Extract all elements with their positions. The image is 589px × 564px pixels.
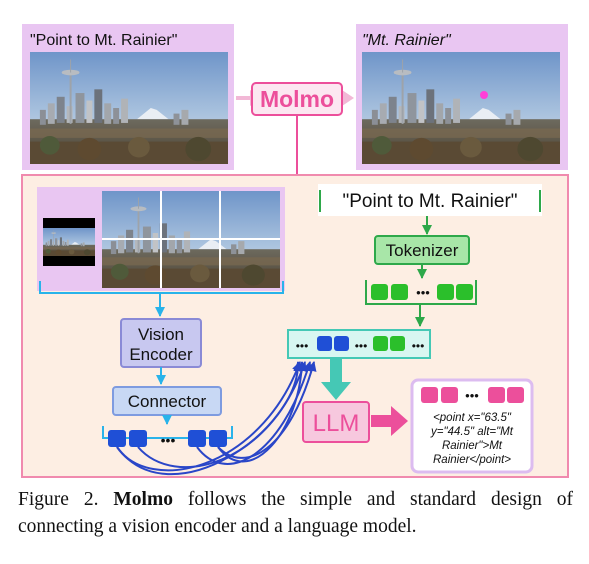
arrow-down-icon-shaft [330,358,342,384]
text-input-box [318,184,542,216]
vision-token-ellipsis: ••• [161,432,176,448]
output-token [488,387,505,403]
vision-token [108,430,126,447]
vision-token [209,430,227,447]
molmo-label: Molmo [260,86,334,112]
output-token [421,387,438,403]
figure-caption: Figure 2. Molmo follows the simple and s… [18,486,573,540]
point-marker-icon [480,91,488,99]
top-right-answer: "Mt. Rainier" [362,32,452,49]
arrow-right-icon-2 [342,90,354,106]
svg-text:•••: ••• [296,339,309,353]
text-token-ellipsis: ••• [416,285,430,300]
curved-arrow-icon [116,361,302,472]
output-box: ••• <point x="63.5" y="44.5" alt="Mt Rai… [410,378,534,474]
top-right-panel: "Mt. Rainier" [356,24,568,170]
llm-label: LLM [313,410,360,437]
connector-label: Connector [128,392,207,411]
arrow-right-icon-llm-shaft [371,415,393,427]
combined-text-token [373,336,388,351]
caption-prefix: Figure 2. [18,489,99,510]
vision-token [188,430,206,447]
vision-encoder-label-2: Encoder [129,345,193,364]
caption-bold: Molmo [113,489,173,510]
skyline-photo-icon [30,52,228,164]
top-left-panel: "Point to Mt. Rainier" [22,24,234,170]
output-text-line-4: Rainier</point> [433,454,511,466]
curved-arrow-group [116,361,317,476]
skyline-photo-output-icon [362,52,560,164]
text-token-row: ••• [365,280,477,327]
svg-text:•••: ••• [412,339,425,353]
combined-vision-token [334,336,349,351]
combined-text-token [390,336,405,351]
vision-token [129,430,147,447]
text-token [391,284,408,300]
top-left-prompt: "Point to Mt. Rainier" [30,32,177,49]
curved-arrow-icon [217,361,317,459]
molmo-architecture-diagram: "Point to Mt. Rainier" "Mt. Rainier" Mol… [21,24,569,478]
text-input-label: "Point to Mt. Rainier" [342,191,517,212]
output-text-line-3: Rainier">Mt [442,440,503,452]
arrow-down-icon [321,382,351,400]
svg-text:•••: ••• [465,388,479,403]
output-text-line-1: <point x="63.5" [433,412,512,424]
arrow-right-icon-llm [391,406,408,436]
text-token [371,284,388,300]
tokenizer-label: Tokenizer [386,241,459,260]
curved-arrow-icon [217,361,307,463]
text-token [456,284,473,300]
combined-vision-token [317,336,332,351]
text-token [437,284,454,300]
vision-encoder-label-1: Vision [138,325,184,344]
svg-text:•••: ••• [355,339,368,353]
llm-box [302,401,370,443]
combined-token-row: ••• ••• ••• [287,329,431,359]
caption-rest: follows the simple and standard design o… [18,489,574,537]
vision-token-row: ••• [102,426,233,448]
image-crops-panel [37,187,285,317]
low-res-image-icon [43,228,95,256]
output-text-line-2: y="44.5" alt="Mt [430,426,514,438]
output-token [507,387,524,403]
output-token [441,387,458,403]
